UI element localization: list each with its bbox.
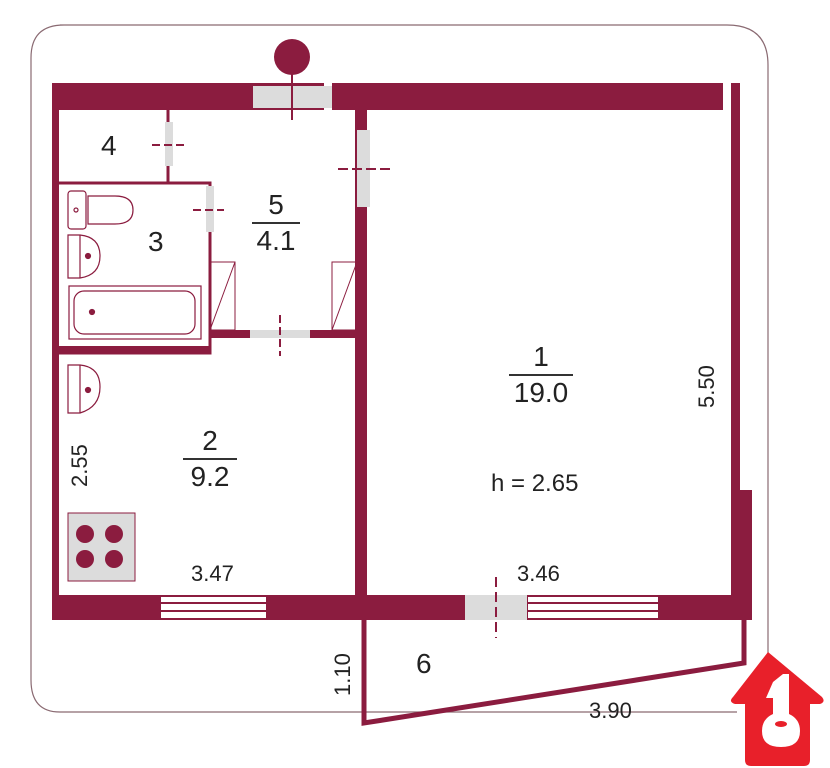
room-4-label: 4 <box>101 130 117 161</box>
kitchen-sink-icon <box>67 364 101 414</box>
room2-depth-dim: 2.55 <box>67 444 92 487</box>
entrance-marker-icon <box>274 39 310 75</box>
room1-height-dim: 5.50 <box>694 365 719 408</box>
room1-window <box>528 597 658 618</box>
bathtub-icon <box>68 285 202 340</box>
balcony-depth-dim: 1.10 <box>330 653 355 696</box>
room-5-number: 5 <box>268 189 284 220</box>
room-2-number: 2 <box>202 425 218 456</box>
wall-right <box>731 83 740 599</box>
balcony-length-dim: 3.90 <box>589 698 632 723</box>
kitchen-window <box>161 597 266 618</box>
room-3-label: 3 <box>148 226 164 257</box>
room-2-area: 9.2 <box>190 460 230 492</box>
room-5-area: 4.1 <box>256 224 296 256</box>
balcony-outline <box>361 620 747 726</box>
room2-width-dim: 3.47 <box>191 561 234 586</box>
room-6-label: 6 <box>416 648 432 679</box>
room1-width-dim: 3.46 <box>517 561 560 586</box>
room-5-label: 5 4.1 <box>248 191 304 255</box>
room-1-area: 19.0 <box>513 376 569 408</box>
room-1-number: 1 <box>533 341 549 372</box>
wall-left <box>52 83 59 238</box>
sink-icon <box>67 234 101 279</box>
room-1-label: 1 19.0 <box>505 343 577 407</box>
wall-center <box>355 110 367 605</box>
room-2-label: 2 9.2 <box>180 427 240 491</box>
stove-icon <box>67 512 136 582</box>
toilet-icon <box>67 190 134 230</box>
ceiling-height: h = 2.65 <box>491 470 579 497</box>
closet-icon <box>209 261 358 331</box>
plan-frame <box>30 24 769 713</box>
house-key-icon <box>730 652 824 766</box>
